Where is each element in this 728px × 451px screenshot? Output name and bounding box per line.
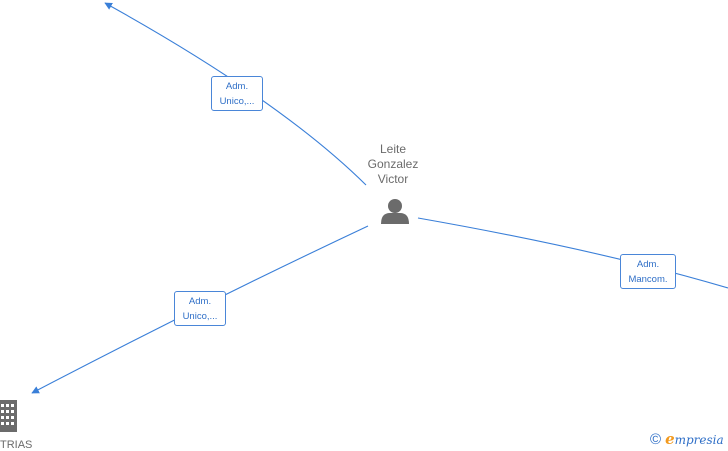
edge-label-line: Adm. [225,81,249,92]
building-icon[interactable] [0,400,17,432]
edge-label-line: Mancom. [628,274,668,285]
brand-logo: © empresia [650,430,724,448]
edge-label-bottom-left[interactable]: Adm. Unico,... [174,291,226,326]
person-name[interactable]: Leite Gonzalez Victor [350,142,436,187]
edge-label-top-left[interactable]: Adm. Unico,... [211,76,263,111]
copyright-icon: © [650,430,662,448]
edge-label-line: Adm. [636,259,660,270]
brand-name: empresia [665,430,724,448]
edge-label-line: Unico,... [182,311,218,322]
person-name-line: Leite [379,142,407,156]
edge-label-line: Adm. [188,296,212,307]
edge-label-right[interactable]: Adm. Mancom. [620,254,676,289]
edge-label-line: Unico,... [219,96,255,107]
brand-initial: e [665,430,675,448]
brand-rest: mpresia [674,433,724,447]
person-name-line: Gonzalez [367,157,419,171]
person-name-line: Victor [377,172,409,186]
person-icon[interactable] [381,199,409,224]
company-node-label[interactable]: TRIAS [0,439,33,451]
edge-line-right [417,217,728,289]
